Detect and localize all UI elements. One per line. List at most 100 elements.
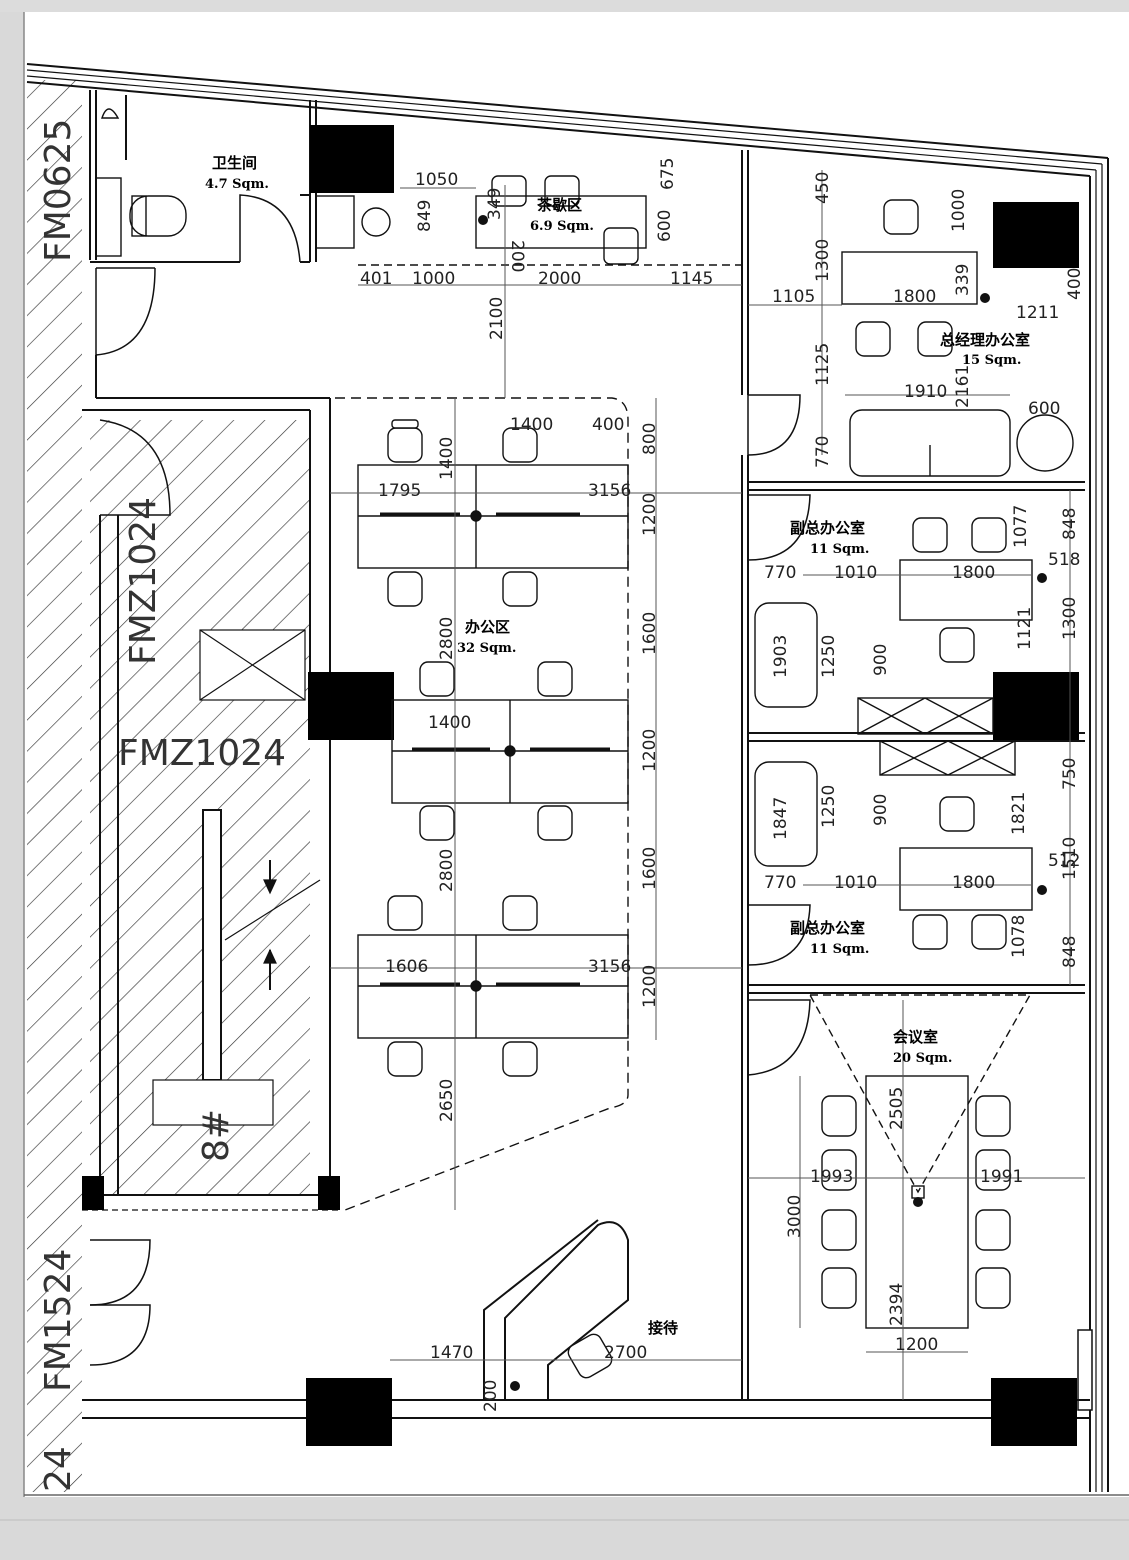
meeting-room-area: 20 Sqm. bbox=[893, 1051, 952, 1066]
dim-text: 675 bbox=[658, 158, 678, 190]
dim-text: 1010 bbox=[834, 873, 877, 893]
dim-text: 1077 bbox=[1011, 505, 1031, 548]
dimension-lines bbox=[330, 170, 1085, 1400]
dim-text: 1300 bbox=[813, 239, 833, 282]
office-area-area: 32 Sqm. bbox=[457, 641, 516, 656]
fm-stair-vertical-label: FMZ1024 bbox=[123, 497, 164, 665]
dim-text: 1993 bbox=[810, 1167, 853, 1187]
dim-text: 1200 bbox=[640, 493, 660, 536]
dim-text: 1400 bbox=[437, 437, 457, 480]
stair bbox=[152, 629, 321, 1126]
bottom-bar bbox=[0, 1497, 1129, 1560]
dim-text: 339 bbox=[953, 264, 973, 296]
dim-text: 1910 bbox=[904, 382, 947, 402]
meeting-room-name: 会议室 bbox=[893, 1028, 938, 1046]
gm-office-name: 总经理办公室 bbox=[940, 331, 1030, 349]
chairs bbox=[387, 175, 1011, 1379]
dim-text: 2161 bbox=[953, 365, 973, 408]
dim-text: 1250 bbox=[819, 785, 839, 828]
dim-text: 401 bbox=[360, 269, 392, 289]
doors bbox=[89, 194, 811, 1366]
dim-text: 1200 bbox=[640, 965, 660, 1008]
dim-text: 849 bbox=[415, 200, 435, 232]
dim-text: 1847 bbox=[771, 797, 791, 840]
dim-text: 1795 bbox=[378, 481, 421, 501]
dim-text: 2800 bbox=[437, 849, 457, 892]
dim-text: 1800 bbox=[952, 873, 995, 893]
dim-text: 1300 bbox=[1060, 597, 1080, 640]
dim-text: 450 bbox=[813, 172, 833, 204]
dim-text: 200 bbox=[507, 240, 527, 272]
dim-text: 1105 bbox=[772, 287, 815, 307]
dim-text: 600 bbox=[1028, 399, 1060, 419]
dim-text: 1050 bbox=[415, 170, 458, 190]
dim-text: 2000 bbox=[538, 269, 581, 289]
dim-text: 750 bbox=[1060, 758, 1080, 790]
furniture bbox=[95, 108, 1074, 1329]
top-bar bbox=[0, 0, 1129, 12]
dim-text: 400 bbox=[1065, 268, 1085, 300]
dim-text: 2700 bbox=[604, 1343, 647, 1363]
fm-top-left-label: FM0625 bbox=[38, 119, 79, 262]
dim-text: 2800 bbox=[437, 617, 457, 660]
dim-text: 800 bbox=[640, 423, 660, 455]
dim-text: 1145 bbox=[670, 269, 713, 289]
door-code-labels: FM0625 FMZ1024 FMZ1024 FM1524 24 8# bbox=[38, 119, 286, 1492]
dim-text: 400 bbox=[592, 415, 624, 435]
gm-office-area: 15 Sqm. bbox=[962, 353, 1021, 368]
dim-text: 3156 bbox=[588, 957, 631, 977]
dim-text: 1078 bbox=[1009, 915, 1029, 958]
hatched-walls bbox=[27, 80, 310, 1492]
vp-office-2-area: 11 Sqm. bbox=[810, 942, 869, 957]
tea-area-area: 6.9 Sqm. bbox=[530, 219, 594, 234]
dim-text: 1800 bbox=[893, 287, 936, 307]
dim-text: 2394 bbox=[887, 1283, 907, 1326]
dim-text: 600 bbox=[655, 210, 675, 242]
dim-text: 200 bbox=[481, 1380, 501, 1412]
dim-text: 900 bbox=[871, 794, 891, 826]
restroom-area: 4.7 Sqm. bbox=[205, 177, 269, 192]
dim-text: 2650 bbox=[437, 1079, 457, 1122]
exterior-wall bbox=[26, 63, 1109, 1492]
dim-text: 1000 bbox=[412, 269, 455, 289]
dim-text: 1250 bbox=[819, 635, 839, 678]
dim-text: 3000 bbox=[785, 1195, 805, 1238]
dim-text: 1470 bbox=[430, 1343, 473, 1363]
dim-text: 2100 bbox=[487, 297, 507, 340]
dim-text: 2505 bbox=[887, 1087, 907, 1130]
dim-text: 848 bbox=[1060, 508, 1080, 540]
dim-text: 1125 bbox=[813, 343, 833, 386]
dim-text: 900 bbox=[871, 644, 891, 676]
dim-text: 1991 bbox=[980, 1167, 1023, 1187]
dim-text: 3156 bbox=[588, 481, 631, 501]
vp-office-1-name: 副总办公室 bbox=[790, 519, 865, 537]
dimension-labels: 1050 675 849 349 600 200 401 1000 2000 1… bbox=[360, 158, 1085, 1412]
dim-text: 1211 bbox=[1016, 303, 1059, 323]
dim-text: 1903 bbox=[771, 635, 791, 678]
restroom-name: 卫生间 bbox=[212, 154, 257, 172]
stair-number-label: 8# bbox=[196, 1109, 237, 1162]
dim-text: 512 bbox=[1048, 851, 1080, 871]
vp-office-1-area: 11 Sqm. bbox=[810, 542, 869, 557]
dim-text: 1200 bbox=[895, 1335, 938, 1355]
fm-bottom-left-label: FM1524 bbox=[38, 1249, 79, 1392]
office-area-name: 办公区 bbox=[465, 618, 510, 636]
dim-text: 1010 bbox=[834, 563, 877, 583]
tea-area-name: 茶歇区 bbox=[537, 196, 582, 214]
room-labels: 卫生间 4.7 Sqm. 茶歇区 6.9 Sqm. 总经理办公室 15 Sqm.… bbox=[205, 154, 1030, 1337]
dim-text: 349 bbox=[485, 188, 505, 220]
dim-text: 770 bbox=[764, 873, 796, 893]
reception-name: 接待 bbox=[648, 1319, 678, 1337]
dim-text: 1121 bbox=[1015, 607, 1035, 650]
dim-text: 1400 bbox=[428, 713, 471, 733]
fm-bottom-edge-label: 24 bbox=[38, 1446, 79, 1492]
dim-text: 1600 bbox=[640, 847, 660, 890]
columns bbox=[82, 125, 1079, 1446]
workstations bbox=[335, 397, 629, 1211]
dim-text: 1600 bbox=[640, 612, 660, 655]
dim-text: 1510 bbox=[1060, 837, 1080, 880]
dim-text: 1000 bbox=[949, 189, 969, 232]
dim-text: 1606 bbox=[385, 957, 428, 977]
dim-text: 1800 bbox=[952, 563, 995, 583]
